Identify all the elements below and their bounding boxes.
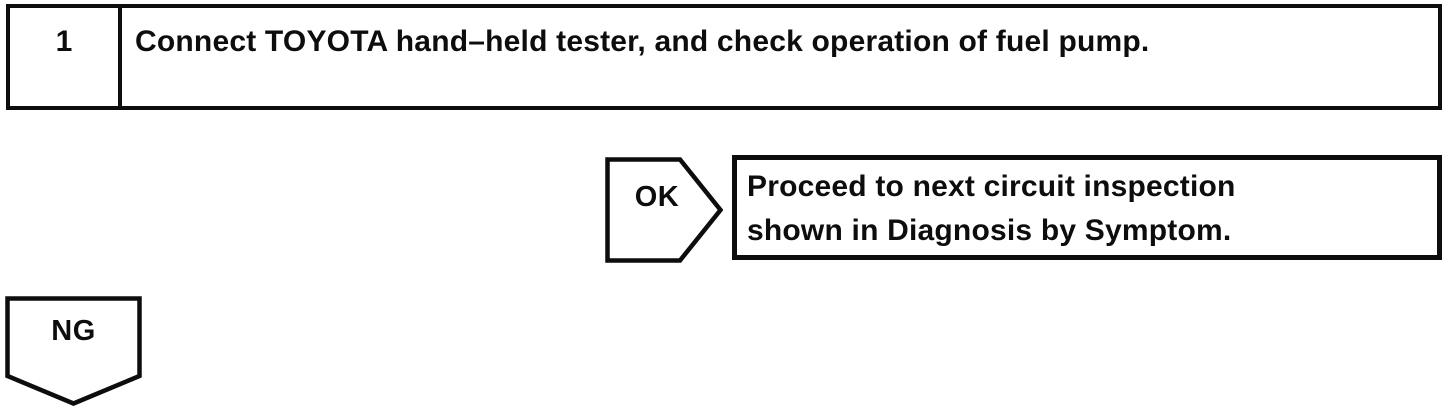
step-instruction: Connect TOYOTA hand–held tester, and che…: [135, 25, 1150, 58]
ng-label: NG: [51, 314, 96, 347]
ok-result-box: Proceed to next circuit inspection shown…: [732, 155, 1442, 260]
ng-connector: NG: [5, 296, 142, 406]
ok-arrow-right-shape: [605, 157, 723, 263]
ng-arrow-down-shape: [5, 296, 142, 406]
step-number: 1: [10, 8, 122, 106]
ok-label: OK: [634, 180, 680, 213]
ok-connector: OK: [605, 157, 723, 263]
step-box: 1 Connect TOYOTA hand–held tester, and c…: [6, 4, 1442, 110]
ok-result-line-2: shown in Diagnosis by Symptom.: [747, 214, 1232, 247]
ok-result-line-1: Proceed to next circuit inspection: [747, 170, 1236, 203]
